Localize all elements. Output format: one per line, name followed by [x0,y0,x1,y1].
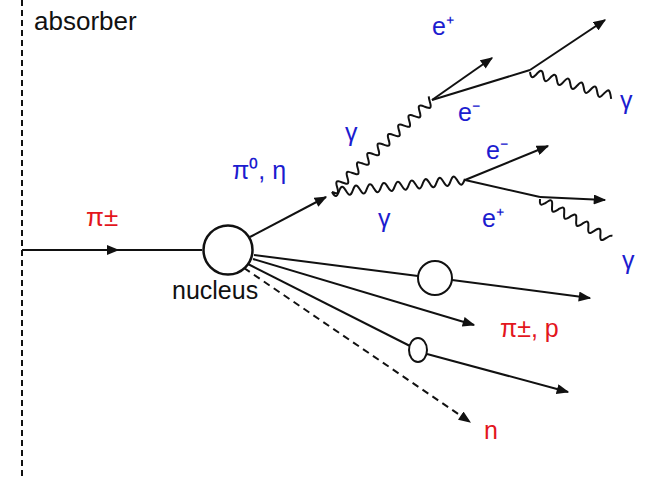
particle-label: γ [620,88,633,113]
positron-track [432,58,492,100]
particle-label: γ [345,120,358,145]
node-label: nucleus [172,278,258,303]
photon-wave [332,177,465,196]
nucleus-outline [202,224,254,276]
particle-label: γ [622,248,635,273]
electron-track [530,20,605,70]
neutral-meson-track [250,197,326,237]
particle-label: e⁺ [482,206,504,231]
particle-label: π⁰, η [232,158,286,183]
photon-wave [332,96,431,193]
nucleus-outline [204,226,253,275]
nucleus-circle: nucleus [202,224,254,276]
particle-label: absorber [34,8,137,34]
particle-label: e⁺ [432,14,454,39]
electron-track [432,70,530,100]
incoming-pion-track [22,249,118,251]
secondary-nucleus [409,338,427,362]
hadron-track [452,280,590,298]
positron-track [465,180,540,197]
secondary-nucleus [418,261,452,295]
hadron-track [254,255,418,276]
particle-label: π±, p [500,316,559,341]
particle-label: e⁻ [458,100,480,125]
particle-label: n [484,418,498,443]
hadron-track [248,264,410,346]
hadron-track [427,354,568,392]
particle-label: e⁻ [486,138,508,163]
particle-label: γ [378,206,391,231]
incoming-pion-track [118,249,202,251]
hadron-track [253,259,474,325]
absorber-edge [21,0,23,478]
particle-label: π± [86,204,118,230]
photon-wave [540,199,613,240]
photon-wave [530,71,611,99]
